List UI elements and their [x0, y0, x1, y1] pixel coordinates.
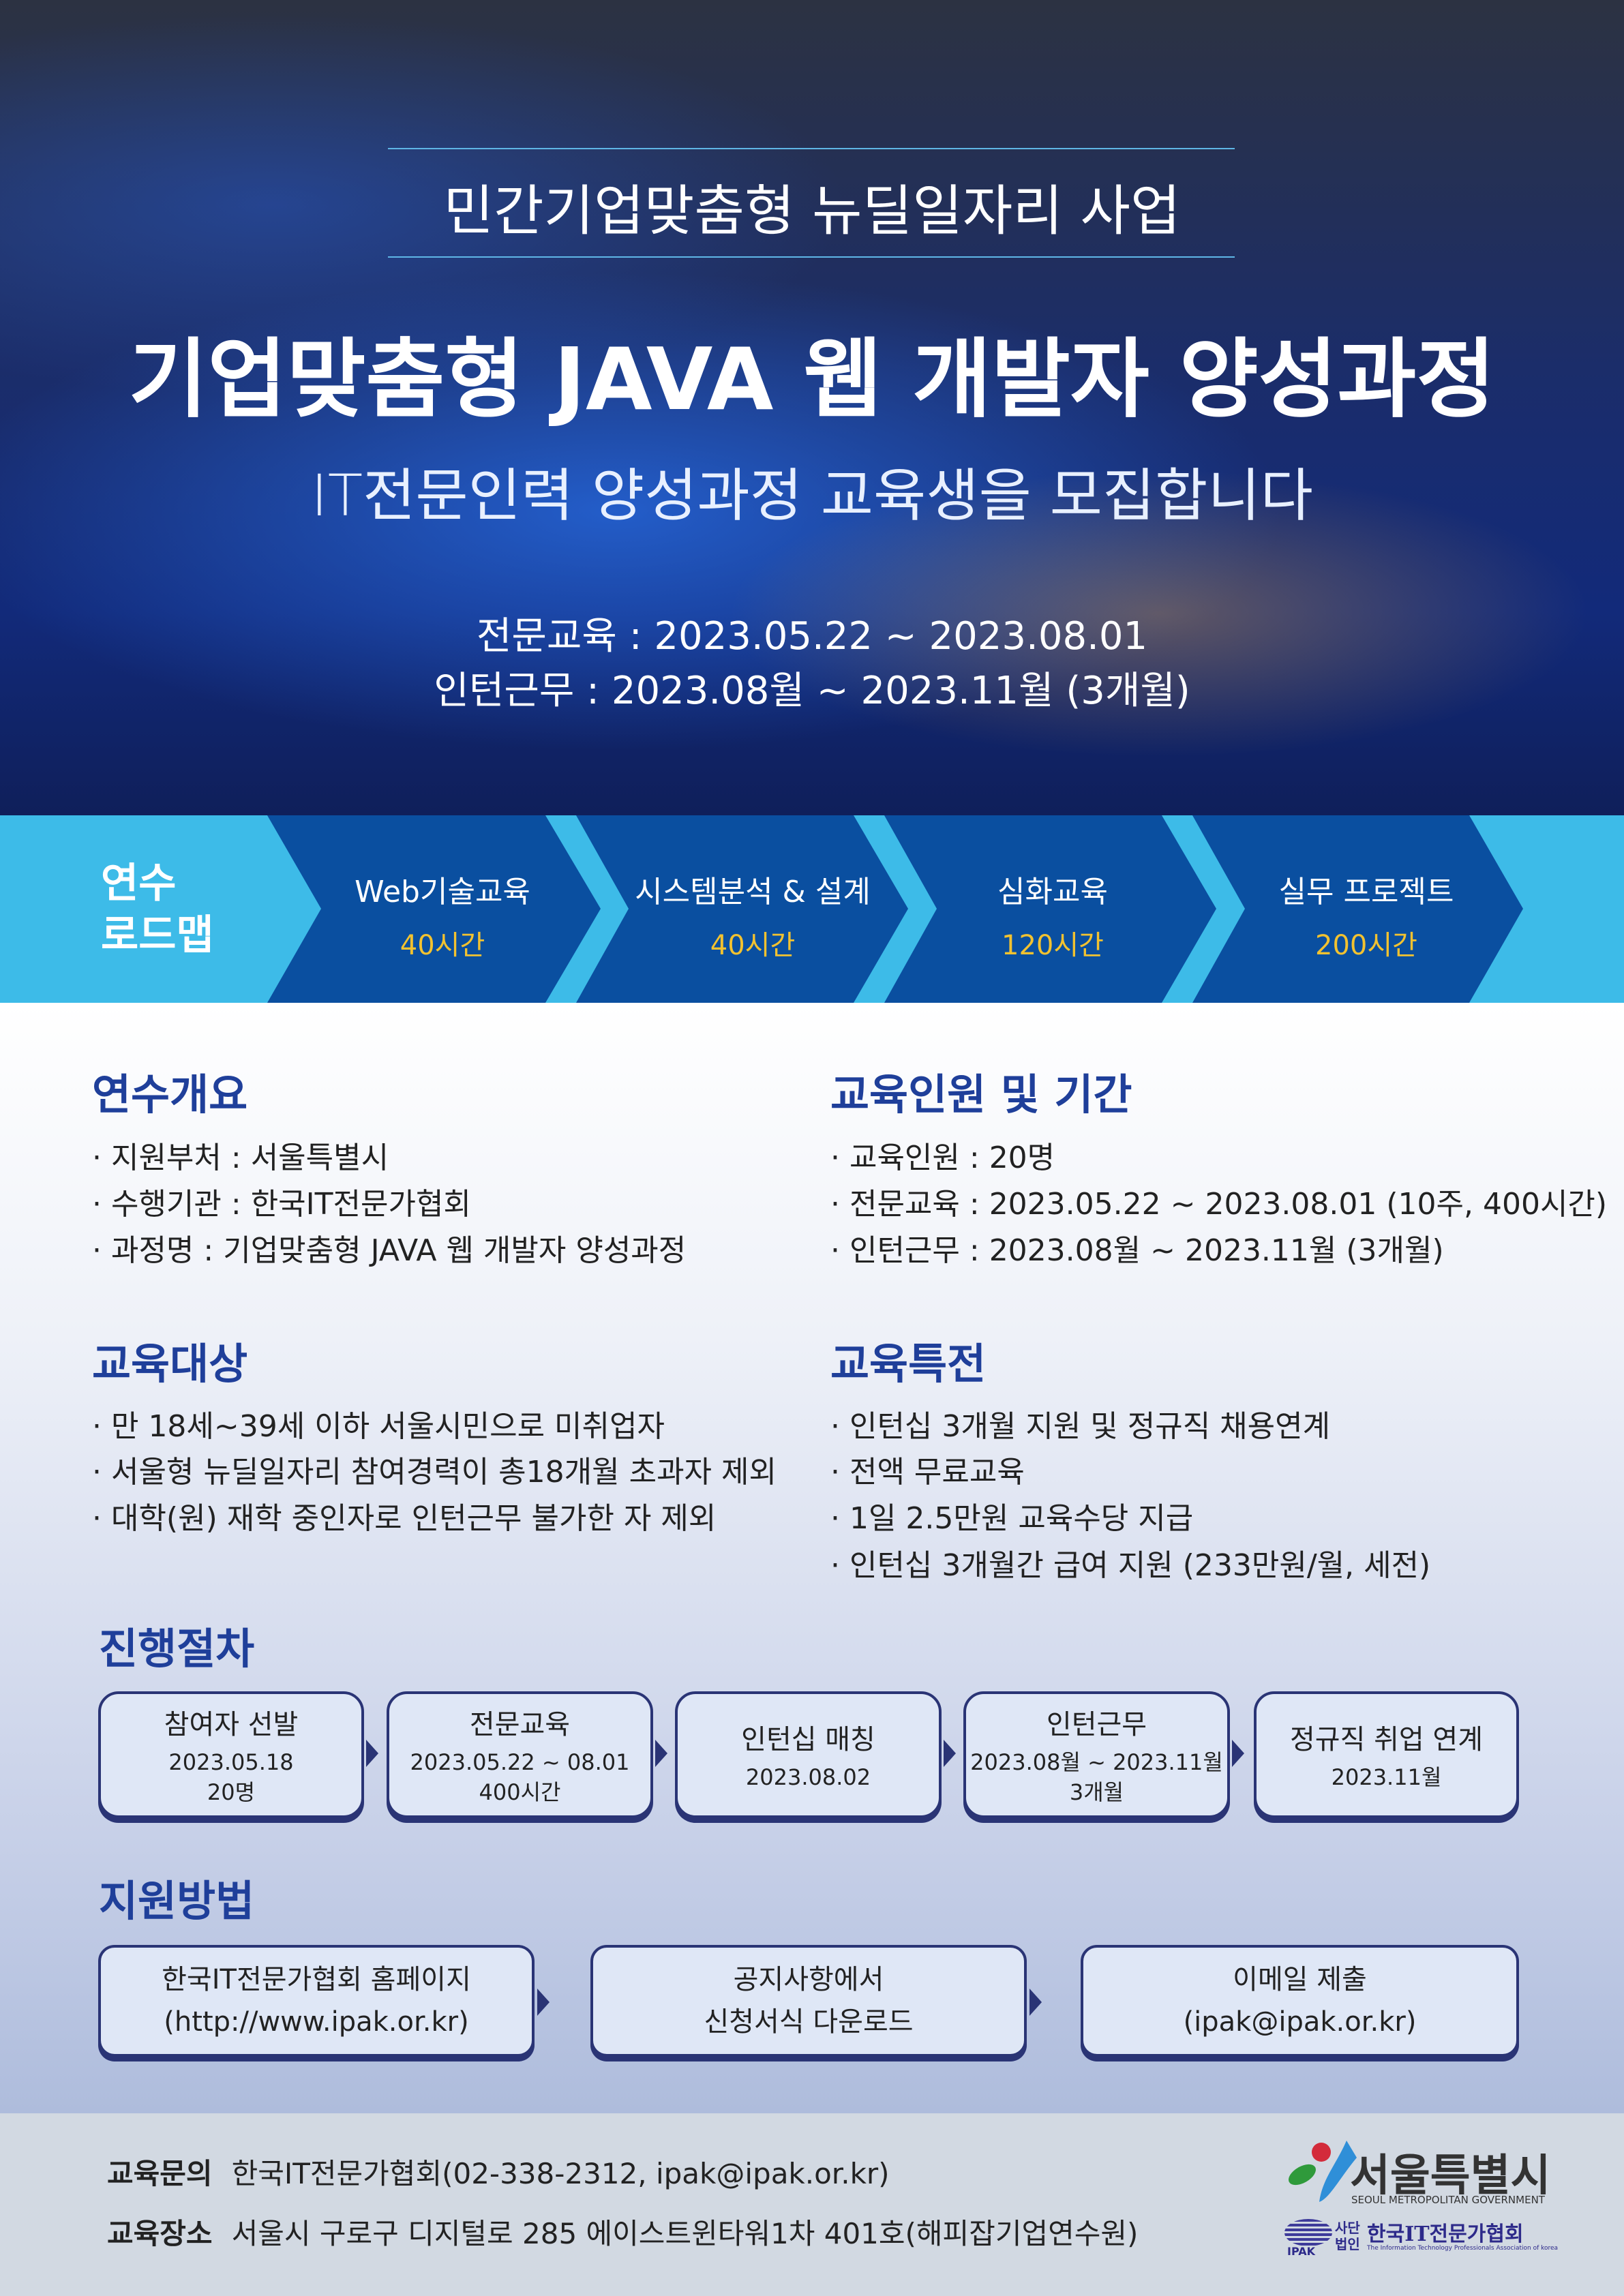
step-title: 인턴십 매칭 [741, 1724, 875, 1755]
process-step: 인턴근무 2023.08월 ~ 2023.11월 3개월 [963, 1691, 1230, 1818]
arrow-right-icon [537, 1989, 550, 2016]
list-item: · 만 18세~39세 이하 서울시민으로 미취업자 [92, 1409, 665, 1444]
ipak-prefix-line: 사단 [1335, 2220, 1360, 2236]
page-title: 기업맞춤형 JAVA 웹 개발자 양성과정 [128, 329, 1496, 429]
step-title: 인턴근무 [1046, 1709, 1147, 1740]
divider [388, 256, 1235, 258]
arrow-right-icon [944, 1740, 956, 1767]
ipak-logo-en: The Information Technology Professionals… [1367, 2245, 1559, 2252]
seoul-logo-text: 서울특별시 [1350, 2151, 1551, 2201]
step-detail: 3개월 [1069, 1779, 1124, 1805]
place-text: 서울시 구로구 디지털로 285 에이스트윈타워1차 401호(해피잡기업연수원… [231, 2217, 1139, 2250]
step-hours: 40시간 [710, 930, 796, 961]
apply-text: 신청서식 다운로드 [704, 2006, 914, 2038]
benefits-heading: 교육특전 [830, 1339, 987, 1389]
ipak-prefix-line: 법인 [1335, 2236, 1360, 2252]
capacity-heading: 교육인원 및 기간 [830, 1070, 1132, 1119]
list-item: · 인턴십 3개월 지원 및 정규직 채용연계 [830, 1409, 1331, 1444]
apply-text: 공지사항에서 [733, 1964, 884, 1995]
list-item: · 인턴근무 : 2023.08월 ~ 2023.11월 (3개월) [830, 1233, 1444, 1268]
content-area [0, 1003, 1624, 2113]
divider [388, 148, 1235, 149]
list-item: · 1일 2.5만원 교육수당 지급 [830, 1501, 1194, 1536]
apply-step: 한국IT전문가협회 홈페이지 (http://www.ipak.or.kr) [98, 1945, 535, 2057]
seoul-logo-en: SEOUL METROPOLITAN GOVERNMENT [1351, 2194, 1545, 2206]
step-name: Web기술교육 [355, 875, 530, 909]
arrow-right-icon [1232, 1740, 1244, 1767]
chevron [884, 815, 1216, 1003]
process-step: 인턴십 매칭 2023.08.02 [675, 1691, 942, 1818]
list-item: · 서울형 뉴딜일자리 참여경력이 총18개월 초과자 제외 [92, 1455, 777, 1490]
contact-label: 교육문의 [107, 2157, 213, 2190]
list-item: · 과정명 : 기업맞춤형 JAVA 웹 개발자 양성과정 [92, 1233, 687, 1268]
step-detail: 2023.08.02 [745, 1764, 871, 1790]
roadmap-step: 시스템분석 & 설계 40시간 [616, 867, 889, 963]
roadmap-step: Web기술교육 40시간 [306, 867, 579, 963]
step-title: 참여자 선발 [164, 1709, 299, 1740]
subtitle: IT전문인력 양성과정 교육생을 모집합니다 [311, 462, 1313, 529]
apply-link[interactable]: (http://www.ipak.or.kr) [164, 2006, 469, 2038]
list-item: · 수행기관 : 한국IT전문가협회 [92, 1187, 471, 1222]
apply-email[interactable]: (ipak@ipak.or.kr) [1183, 2006, 1417, 2038]
chevron [1192, 815, 1523, 1003]
step-hours: 40시간 [400, 930, 485, 961]
ipak-logo-icon [1284, 2219, 1332, 2246]
list-item: · 교육인원 : 20명 [830, 1141, 1055, 1175]
step-title: 정규직 취업 연계 [1289, 1724, 1484, 1755]
place-line: 교육장소 서울시 구로구 디지털로 285 에이스트윈타워1차 401호(해피잡기… [107, 2211, 1138, 2252]
arrow-right-icon [1029, 1989, 1042, 2016]
list-item: · 전액 무료교육 [830, 1455, 1025, 1490]
ipak-logo-text: 한국IT전문가협회 [1367, 2222, 1524, 2246]
apply-step: 이메일 제출 (ipak@ipak.or.kr) [1081, 1945, 1519, 2057]
roadmap-step: 실무 프로젝트 200시간 [1230, 867, 1503, 963]
target-heading: 교육대상 [92, 1339, 248, 1389]
roadmap-label: 연수 로드맵 [101, 858, 214, 961]
contact-text: 한국IT전문가협회(02-338-2312, ipak@ipak.or.kr) [231, 2157, 890, 2190]
roadmap-chevrons [267, 815, 1523, 1003]
chevron [267, 815, 601, 1003]
step-detail: 400시간 [479, 1779, 561, 1805]
place-label: 교육장소 [107, 2217, 213, 2250]
step-detail: 20명 [207, 1779, 256, 1805]
hero-banner [0, 0, 1624, 815]
apply-heading: 지원방법 [99, 1876, 255, 1926]
arrow-right-icon [655, 1740, 667, 1767]
contact-line: 교육문의 한국IT전문가협회(02-338-2312, ipak@ipak.or.… [107, 2151, 890, 2192]
step-name: 시스템분석 & 설계 [635, 875, 871, 909]
step-detail: 2023.05.18 [168, 1749, 294, 1775]
program-name: 민간기업맞춤형 뉴딜일자리 사업 [443, 179, 1181, 243]
step-hours: 120시간 [1002, 930, 1104, 961]
intern-dates: 인턴근무 : 2023.08월 ~ 2023.11월 (3개월) [434, 669, 1190, 713]
process-heading: 진행절차 [99, 1624, 255, 1674]
list-item: · 대학(원) 재학 중인자로 인턴근무 불가한 자 제외 [92, 1501, 717, 1536]
roadmap-step: 심화교육 120시간 [916, 867, 1189, 963]
step-hours: 200시간 [1315, 930, 1417, 961]
process-step: 정규직 취업 연계 2023.11월 [1254, 1691, 1519, 1818]
apply-text: 이메일 제출 [1233, 1964, 1367, 1995]
step-detail: 2023.11월 [1331, 1764, 1442, 1790]
step-name: 실무 프로젝트 [1278, 875, 1454, 909]
seoul-logo-icon [1282, 2137, 1364, 2205]
footer [0, 2113, 1624, 2296]
step-detail: 2023.05.22 ~ 08.01 [410, 1749, 630, 1775]
step-title: 전문교육 [469, 1709, 571, 1740]
chevron [576, 815, 908, 1003]
list-item: · 인턴십 3개월간 급여 지원 (233만원/월, 세전) [830, 1548, 1431, 1583]
roadmap-label-line: 연수 [101, 860, 177, 907]
list-item: · 지원부처 : 서울특별시 [92, 1141, 389, 1175]
list-item: · 전문교육 : 2023.05.22 ~ 2023.08.01 (10주, 4… [830, 1187, 1608, 1222]
apply-text: 한국IT전문가협회 홈페이지 [162, 1964, 471, 1995]
training-dates: 전문교육 : 2023.05.22 ~ 2023.08.01 [476, 614, 1148, 659]
process-step: 참여자 선발 2023.05.18 20명 [98, 1691, 364, 1818]
overview-heading: 연수개요 [92, 1070, 248, 1119]
arrow-right-icon [366, 1740, 378, 1767]
step-detail: 2023.08월 ~ 2023.11월 [970, 1749, 1223, 1775]
process-step: 전문교육 2023.05.22 ~ 08.01 400시간 [387, 1691, 653, 1818]
roadmap-band: 연수 로드맵 Web기술교육 40시간 시스템분석 & 설계 40시간 심화교육 12… [0, 815, 1624, 1003]
roadmap-label-line: 로드맵 [101, 911, 214, 959]
ipak-mark: IPAK [1287, 2245, 1315, 2258]
step-name: 심화교육 [997, 875, 1108, 909]
